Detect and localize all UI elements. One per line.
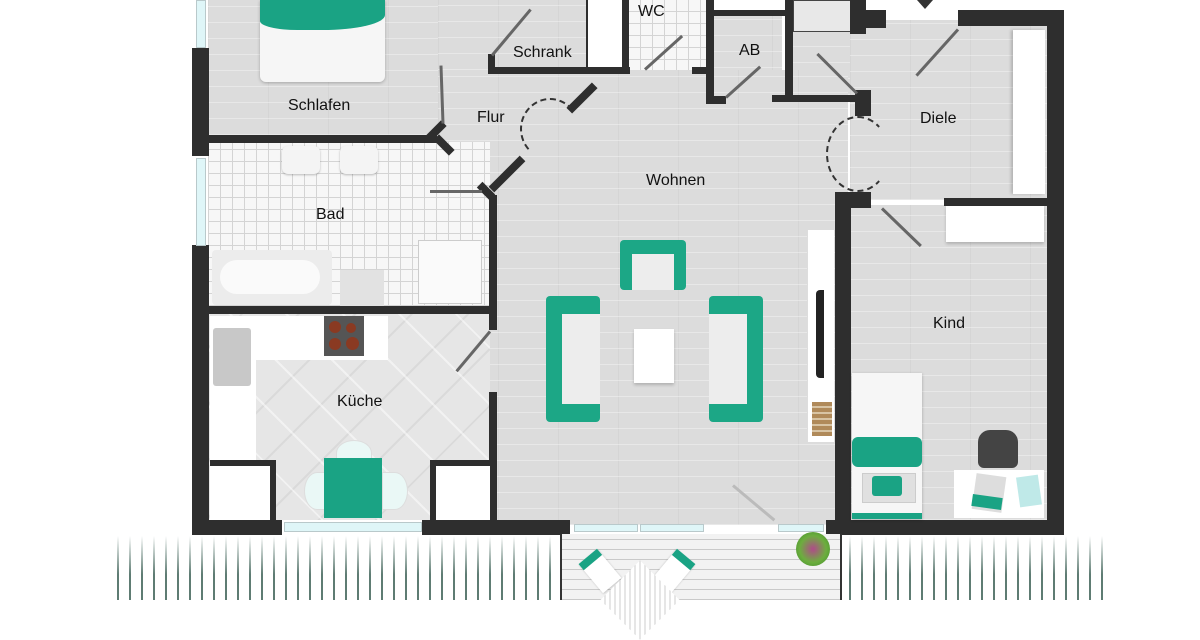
wall-kueche-right-2 — [489, 392, 497, 520]
room-label-kueche: Küche — [337, 393, 383, 410]
washbasin-2 — [340, 146, 378, 174]
window-wohnen-bottom-1 — [574, 524, 638, 532]
wall-kind-left — [835, 192, 851, 532]
schrank-wardrobe — [586, 0, 626, 68]
wall-kueche-niche-r — [430, 460, 492, 466]
wall-stair-right — [850, 0, 866, 34]
office-chair — [978, 430, 1018, 468]
bath-cabinet — [340, 270, 384, 306]
wall-ab-right — [785, 0, 793, 102]
coffee-table — [634, 329, 674, 383]
books-stack — [812, 402, 832, 436]
tv — [816, 290, 824, 378]
dining-table — [324, 458, 382, 518]
wall-kueche-niche-l — [210, 460, 275, 466]
plant — [796, 532, 830, 566]
wall-bottom-mid — [422, 520, 570, 535]
kitchen-cabinet-left — [210, 466, 270, 520]
wall-bottom-left — [192, 520, 282, 535]
room-label-bad: Bad — [316, 206, 345, 223]
wall-schlafen-bad — [192, 135, 437, 143]
sofa-left — [546, 296, 600, 422]
kitchen-cabinet-right — [436, 466, 490, 520]
bed-blanket — [260, 0, 385, 30]
sofa-right — [709, 296, 763, 422]
wall-outer-left-1 — [192, 48, 209, 156]
wall-ab-bottom-r — [772, 95, 857, 102]
single-bed — [852, 373, 922, 519]
wall-bad-kueche — [192, 306, 497, 314]
stair-block — [793, 0, 852, 32]
room-label-flur: Flur — [477, 109, 505, 126]
single-bed-blanket — [852, 437, 922, 467]
door-bad[interactable] — [430, 190, 482, 193]
bathtub — [212, 250, 332, 305]
entrance-arrow-icon — [917, 0, 933, 9]
floor-schrank — [438, 0, 588, 70]
opening-flur-wohnen — [520, 98, 580, 160]
floor-flur-wohnen — [438, 70, 848, 525]
wall-stair-right-2 — [866, 10, 886, 28]
diele-wardrobe — [1013, 30, 1045, 194]
wall-schrank-left — [488, 54, 495, 74]
room-label-diele: Diele — [920, 110, 957, 127]
wall-schrank-bottom — [490, 67, 630, 74]
washbasin-1 — [282, 146, 320, 174]
wall-kueche-niche-l2 — [270, 460, 276, 522]
wall-wc-left — [622, 0, 629, 72]
room-label-wc: WC — [638, 3, 665, 20]
wall-ab-bottom-l — [706, 96, 726, 104]
room-label-wohnen: Wohnen — [646, 172, 706, 189]
armchair — [620, 240, 686, 290]
kind-shelf — [946, 206, 1044, 242]
wall-wc-bottom — [692, 67, 708, 74]
opening-wohnen-diele — [826, 116, 890, 192]
cooktop — [324, 316, 364, 356]
wall-ab-left — [706, 0, 714, 104]
window-wohnen-bottom-2 — [640, 524, 704, 532]
wall-bottom-right — [826, 520, 1064, 535]
window-kueche-bottom — [284, 522, 422, 532]
room-label-schlafen: Schlafen — [288, 97, 351, 114]
room-label-schrank: Schrank — [513, 44, 572, 61]
sink — [213, 328, 251, 386]
room-label-kind: Kind — [933, 315, 966, 332]
pillow — [872, 476, 902, 496]
wall-kind-top-r — [944, 198, 1049, 206]
dining-chair-right — [382, 472, 408, 510]
balcony-railing-right — [840, 536, 1110, 600]
wall-ab-top — [706, 10, 791, 16]
shower-tray — [418, 240, 482, 304]
window-wohnen-bottom-3 — [778, 524, 824, 532]
wall-outer-right — [1047, 10, 1064, 535]
room-label-ab: AB — [739, 42, 761, 59]
wall-outer-left-2 — [192, 245, 209, 535]
floor-wc — [628, 0, 706, 72]
wall-kind-top-l — [835, 192, 871, 208]
window-bad-left — [196, 158, 206, 246]
window-schlafen-left — [196, 0, 206, 48]
wall-bad-right — [489, 195, 497, 315]
wall-diele-left-pillar — [855, 90, 871, 116]
wall-kueche-niche-r2 — [430, 460, 436, 522]
balcony-railing-left — [108, 536, 560, 600]
wall-diele-top — [958, 10, 1064, 26]
desk — [954, 470, 1044, 518]
wall-kueche-right-1 — [489, 314, 497, 330]
double-bed — [260, 0, 385, 82]
